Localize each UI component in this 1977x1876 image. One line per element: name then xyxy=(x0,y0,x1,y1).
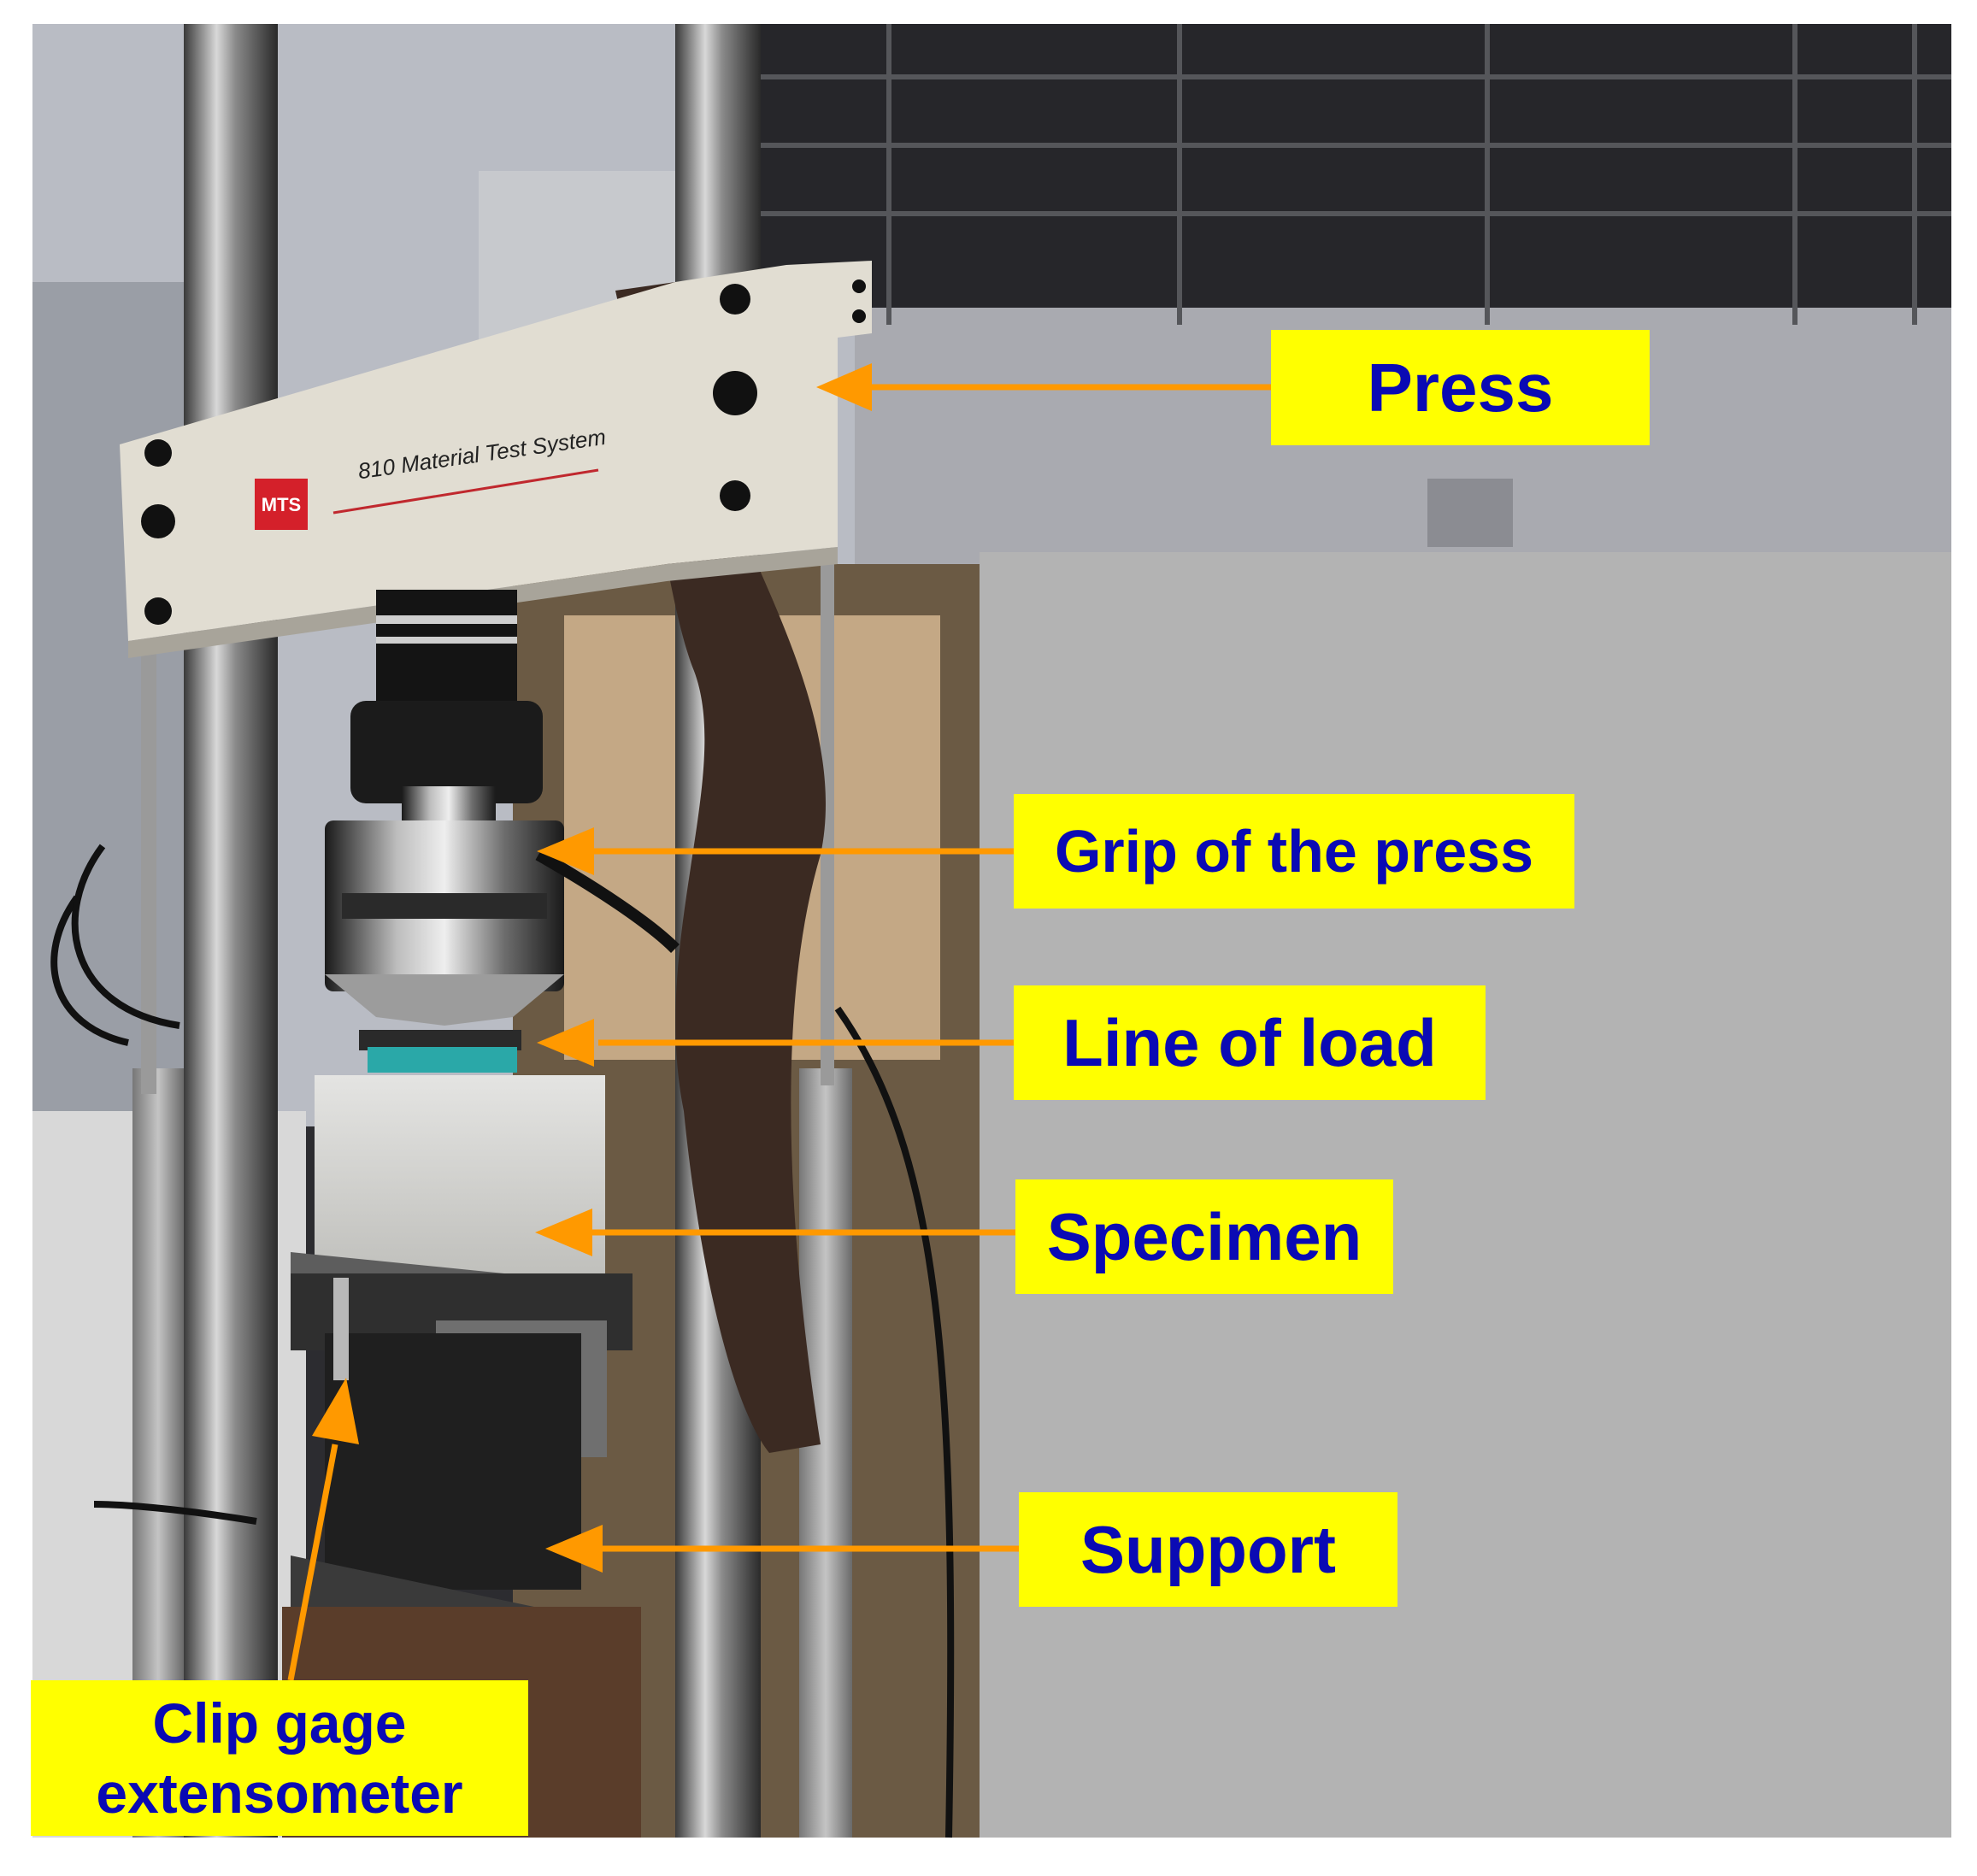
label-clip-line1: Clip gage xyxy=(152,1691,407,1755)
label-line-of-load: Line of load xyxy=(1014,985,1486,1100)
label-clip-line2: extensometer xyxy=(96,1761,463,1825)
arrow-line-of-load xyxy=(537,1019,1014,1067)
label-specimen: Specimen xyxy=(1015,1179,1393,1294)
arrow-clip-gage xyxy=(287,1378,359,1681)
label-press-text: Press xyxy=(1367,349,1554,426)
arrow-support xyxy=(545,1525,1019,1573)
mts-logo-text: MTS xyxy=(262,494,301,515)
label-press: Press xyxy=(1271,330,1650,445)
label-grip-of-the-press: Grip of the press xyxy=(1014,794,1574,909)
arrow-press xyxy=(816,363,1271,411)
loading-plate xyxy=(359,1030,521,1073)
label-clip-gage-extensometer: Clip gage extensometer xyxy=(31,1680,528,1836)
label-specimen-text: Specimen xyxy=(1046,1198,1362,1274)
label-line-of-load-text: Line of load xyxy=(1062,1004,1437,1080)
arrow-specimen xyxy=(535,1209,1015,1256)
arrow-grip xyxy=(537,827,1014,875)
actuator-and-grip xyxy=(325,590,680,1026)
callout-arrows xyxy=(287,363,1271,1681)
cables xyxy=(50,844,955,1838)
label-grip-text: Grip of the press xyxy=(1054,818,1534,885)
concrete-specimen xyxy=(315,1075,605,1291)
clip-gage xyxy=(333,1278,349,1380)
mts-logo xyxy=(255,479,308,530)
strap xyxy=(615,282,827,1453)
label-support-text: Support xyxy=(1080,1511,1336,1587)
label-support: Support xyxy=(1019,1492,1397,1607)
